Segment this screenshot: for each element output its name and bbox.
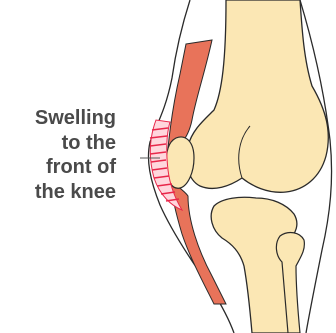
- femur-bone: [187, 0, 329, 192]
